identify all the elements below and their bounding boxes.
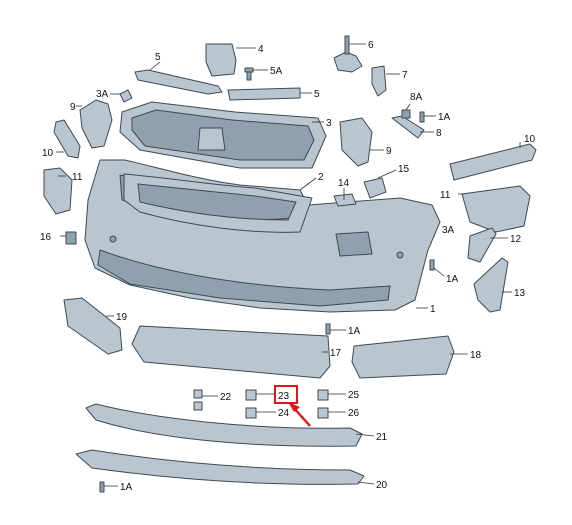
callout-3a-right[interactable]: 3A <box>442 225 455 236</box>
screw-1a-mid[interactable] <box>325 323 331 335</box>
underbody-guard-20[interactable] <box>75 449 365 485</box>
upper-bracket-6[interactable] <box>333 51 363 73</box>
clip-8[interactable] <box>391 115 425 139</box>
leader-lines <box>56 43 521 487</box>
callout-11-left[interactable]: 11 <box>72 172 83 183</box>
callout-12[interactable]: 12 <box>510 234 522 245</box>
callout-16[interactable]: 16 <box>40 232 52 243</box>
screw-5a[interactable] <box>244 67 254 81</box>
callout-5-top[interactable]: 5 <box>155 52 161 63</box>
callout-1a-mid[interactable]: 1A <box>348 326 361 337</box>
callout-8a[interactable]: 8A <box>410 92 423 103</box>
side-mount-right-11[interactable] <box>461 185 531 233</box>
callout-1a-top[interactable]: 1A <box>438 112 451 123</box>
highlight-arrow-head <box>288 402 300 412</box>
side-mount-left-11[interactable] <box>43 167 73 215</box>
bumper-sensor-hole-right <box>396 251 404 259</box>
callout-25[interactable]: 25 <box>348 390 360 401</box>
callout-21[interactable]: 21 <box>376 432 388 443</box>
side-guide-right-10[interactable] <box>449 143 537 181</box>
clip-23[interactable] <box>245 389 257 401</box>
bumper-lower-intake <box>97 249 391 307</box>
screw-1a-top[interactable] <box>419 111 425 123</box>
callout-11-right[interactable]: 11 <box>440 190 451 201</box>
clip-26[interactable] <box>317 407 329 419</box>
callout-26[interactable]: 26 <box>348 408 360 419</box>
callout-1a-right[interactable]: 1A <box>446 274 459 285</box>
clip-25[interactable] <box>317 389 329 401</box>
side-bracket-left-9[interactable] <box>79 99 113 149</box>
callout-3a-left[interactable]: 3A <box>96 89 109 100</box>
bumper-sensor-hole-left <box>109 235 117 243</box>
plug-16[interactable] <box>65 231 77 245</box>
callout-7[interactable]: 7 <box>402 70 408 81</box>
clip-3a-left[interactable] <box>119 89 133 103</box>
cover-14[interactable] <box>333 193 357 207</box>
clip-22-upper[interactable] <box>193 389 203 399</box>
screw-5a-shank <box>246 71 252 81</box>
radiator-grille-emblem <box>197 127 226 151</box>
sensor-ring-15[interactable] <box>363 177 387 199</box>
callout-2[interactable]: 2 <box>318 172 324 183</box>
callout-14[interactable]: 14 <box>338 178 350 189</box>
callout-9-right[interactable]: 9 <box>386 146 392 157</box>
radiator-grille[interactable] <box>119 101 327 169</box>
bumper-fog-recess-right <box>335 231 373 257</box>
screw-1a-bottom[interactable] <box>99 481 105 493</box>
side-bracket-right-12[interactable] <box>467 227 497 263</box>
highlight-box <box>274 385 298 404</box>
lower-grille-right-18[interactable] <box>351 335 455 379</box>
screw-1a-right[interactable] <box>429 259 435 271</box>
highlight-23 <box>274 385 311 427</box>
callout-22[interactable]: 22 <box>220 392 232 403</box>
screw-8a[interactable] <box>401 109 411 119</box>
upper-trim-strip[interactable] <box>134 69 223 95</box>
callout-5-right[interactable]: 5 <box>314 89 320 100</box>
callout-5a[interactable]: 5A <box>270 66 283 77</box>
lower-spoiler-21[interactable] <box>85 403 363 447</box>
callout-23[interactable]: 23 <box>278 391 290 402</box>
bolt-6[interactable] <box>344 35 350 55</box>
callout-15[interactable]: 15 <box>398 164 410 175</box>
callout-10-left[interactable]: 10 <box>42 148 54 159</box>
callout-1a-bottom[interactable]: 1A <box>120 482 133 493</box>
side-guide-left-10[interactable] <box>53 119 81 159</box>
callout-4[interactable]: 4 <box>258 44 264 55</box>
callout-24[interactable]: 24 <box>278 408 290 419</box>
screw-5a-head <box>244 67 254 73</box>
grille-surround-frame[interactable] <box>123 173 313 233</box>
side-strip-right-13[interactable] <box>473 257 509 313</box>
bracket-7[interactable] <box>371 65 387 97</box>
callout-20[interactable]: 20 <box>376 480 388 491</box>
callout-19[interactable]: 19 <box>116 312 128 323</box>
lower-grille-left-19[interactable] <box>63 297 123 355</box>
callout-18[interactable]: 18 <box>470 350 482 361</box>
callout-17[interactable]: 17 <box>330 348 342 359</box>
clip-24[interactable] <box>245 407 257 419</box>
center-bracket[interactable] <box>205 43 237 77</box>
callout-3[interactable]: 3 <box>326 118 332 129</box>
lower-grille-center-17[interactable] <box>131 325 331 379</box>
callout-9-left[interactable]: 9 <box>70 102 76 113</box>
side-bracket-right-9[interactable] <box>339 117 373 167</box>
callout-13[interactable]: 13 <box>514 288 526 299</box>
callout-10-right[interactable]: 10 <box>524 134 536 145</box>
clip-22-lower[interactable] <box>193 401 203 411</box>
callout-labels: 1 2 3 3A 3A 4 5 5A 5 6 7 8 8A 1A 9 9 10 … <box>40 40 536 493</box>
upper-trim-strip-right[interactable] <box>227 87 301 101</box>
callout-6[interactable]: 6 <box>368 40 374 51</box>
callout-1[interactable]: 1 <box>430 304 436 315</box>
callout-8[interactable]: 8 <box>436 128 442 139</box>
